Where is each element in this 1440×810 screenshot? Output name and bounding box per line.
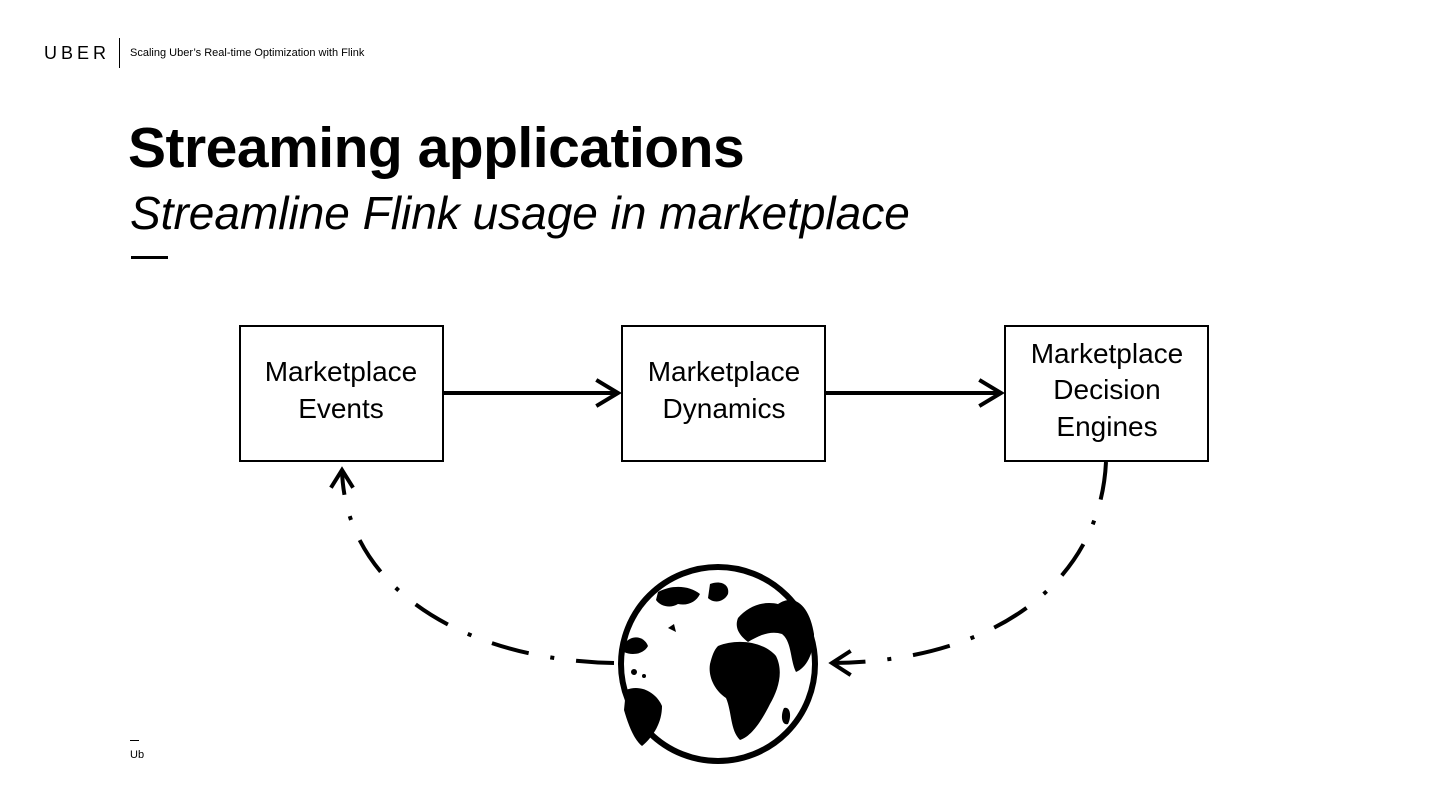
node-label-line: Marketplace [1031,338,1184,369]
globe-icon [618,564,818,764]
footer-text: Ub [130,749,145,761]
node-label-line: Marketplace [648,356,801,387]
arrow-world-to-events [329,466,615,665]
node-label-line: Dynamics [663,393,786,424]
uber-logo: UBER [44,42,111,63]
node-label-line: Marketplace [265,356,418,387]
slide-subtitle: Streamline Flink usage in marketplace [130,187,910,239]
arrow-engines-to-world [828,461,1108,677]
node-label-line: Decision [1053,374,1160,405]
slide-footer: Ub [130,740,144,761]
header-divider [119,38,121,68]
node-label-line: Engines [1056,411,1157,442]
node-box-engines [1004,325,1209,462]
footer-dash [130,740,139,741]
arrow-dynamics-to-engines [825,378,1005,408]
title-rule [131,256,168,259]
slide-title: Streaming applications [128,116,745,180]
slide-header: UBER Scaling Uber’s Real-time Optimizati… [44,38,364,68]
deck-title: Scaling Uber’s Real-time Optimization wi… [130,47,365,59]
node-box-dynamics [621,325,826,462]
arrow-events-to-dynamics [443,378,622,408]
node-label-line: Events [298,393,384,424]
